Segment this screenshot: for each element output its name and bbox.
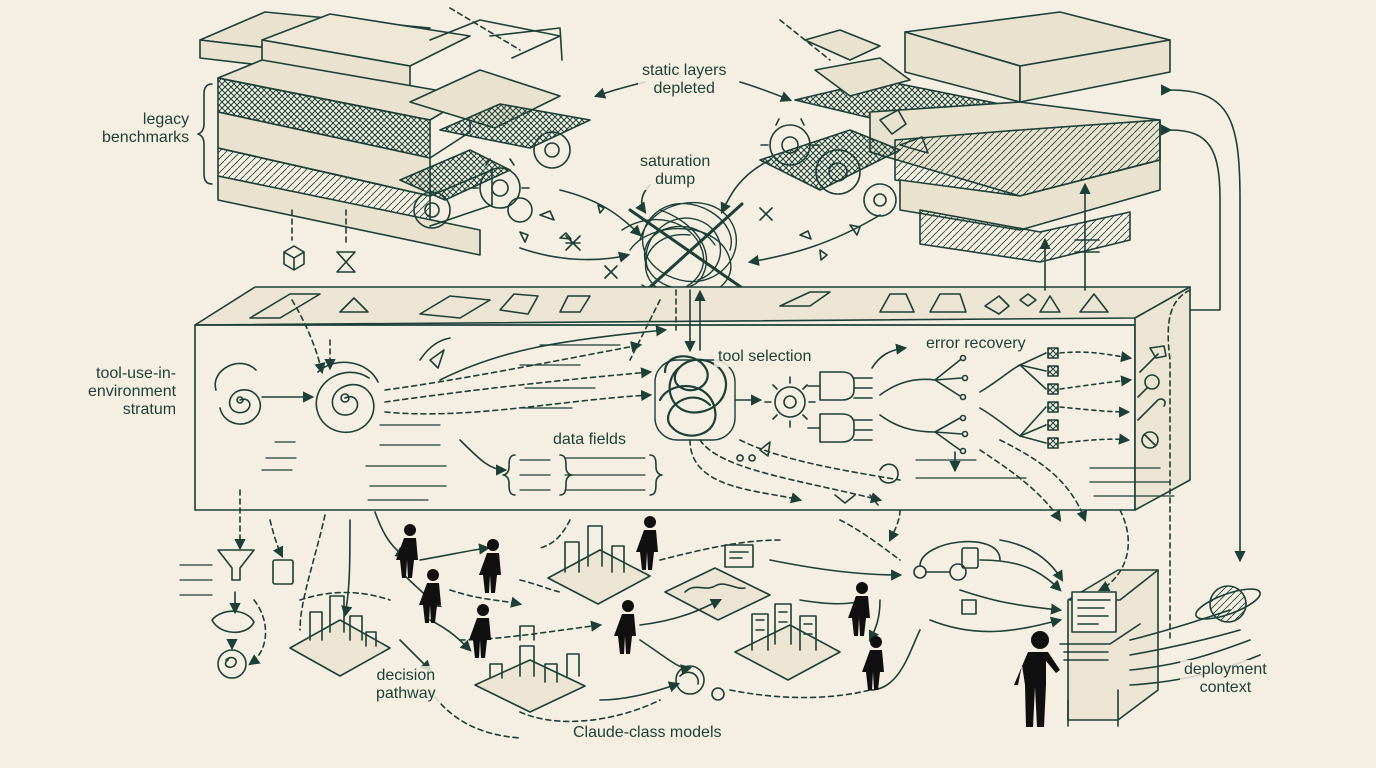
debris-left [519, 204, 618, 279]
status-blocks [1019, 347, 1133, 449]
data-field-notations [179, 344, 1175, 596]
hourglass-icon [336, 251, 356, 273]
gears-left [413, 131, 571, 229]
label-tool-use-stratum: tool-use-in- environment stratum [84, 364, 181, 420]
plug-icon-lower [807, 413, 873, 443]
decision-pathway-network [211, 489, 1064, 739]
debris-right [759, 207, 861, 261]
gear-icon [764, 376, 816, 428]
label-claude-class-models: Claude-class models [569, 723, 726, 743]
label-error-recovery: error recovery [922, 334, 1030, 354]
label-legacy-benchmarks: legacy benchmarks [98, 110, 194, 148]
legacy-stack-left [199, 11, 591, 256]
compass-icon [1141, 431, 1159, 449]
label-static-layers-depleted: static layers depleted [638, 61, 731, 99]
dice-icon [283, 245, 305, 271]
label-tool-selection: tool selection [714, 347, 816, 367]
error-recovery-tree [879, 354, 1021, 473]
deployment-terminal [1059, 569, 1261, 727]
label-data-fields: data fields [549, 430, 630, 450]
left-bracket [197, 83, 213, 185]
vortex-icon-small [214, 362, 261, 425]
legacy-stack-right [759, 11, 1171, 263]
person-figures [396, 516, 1060, 727]
saturation-dump-scribble [621, 201, 750, 299]
label-decision-pathway: decision pathway [372, 666, 440, 704]
plug-icon-upper [807, 371, 873, 401]
label-saturation-dump: saturation dump [636, 152, 715, 190]
globe-icon [1195, 585, 1261, 623]
label-deployment-context: deployment context [1180, 660, 1271, 698]
stratum-box [194, 286, 1191, 511]
gears-right [760, 118, 897, 217]
magnifier-icon [1137, 374, 1160, 398]
